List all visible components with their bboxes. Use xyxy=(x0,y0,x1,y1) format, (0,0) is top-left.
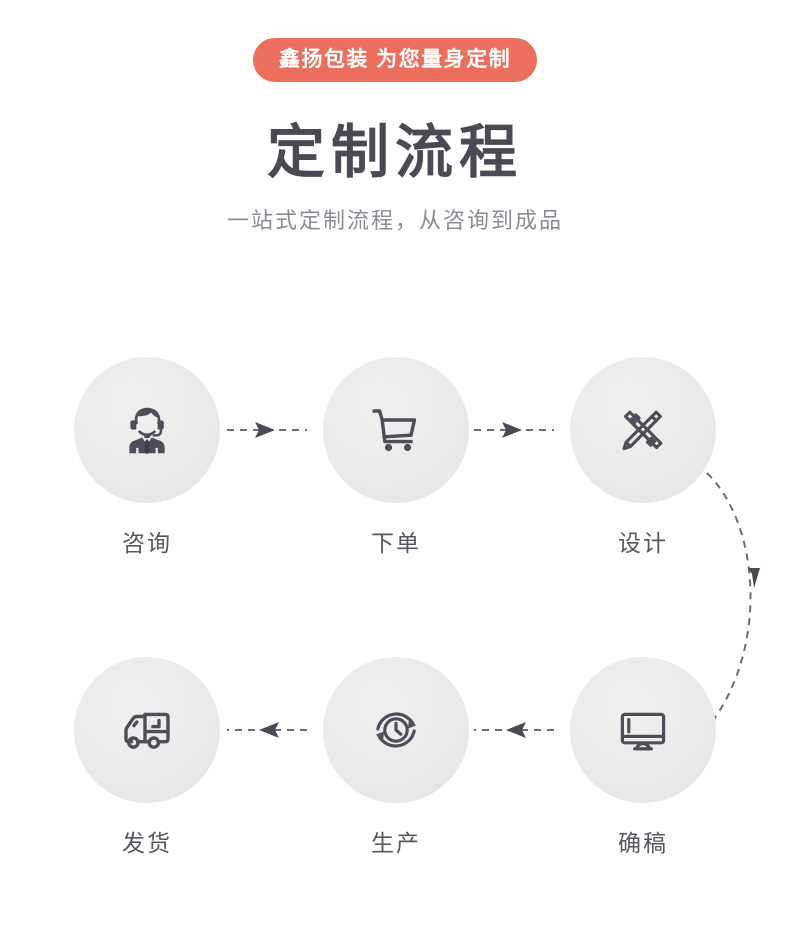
flow-step-consult[interactable]: 咨询 xyxy=(67,357,227,556)
flow-step-label: 发货 xyxy=(122,830,172,856)
flow-step-label: 咨询 xyxy=(122,530,172,556)
flow-step-bubble xyxy=(74,357,220,503)
flow-step-shipping[interactable]: 发货 xyxy=(67,657,227,856)
delivery-truck-icon xyxy=(124,712,170,749)
connector-confirm-to-produce xyxy=(474,722,554,738)
page-subtitle: 一站式定制流程，从咨询到成品 xyxy=(226,208,563,233)
flow-step-design[interactable]: 设计 xyxy=(563,357,723,556)
flow-step-bubble xyxy=(570,657,716,803)
truck-wheel-icon xyxy=(127,736,140,749)
arrowhead-left-icon xyxy=(259,722,279,738)
page-header: 鑫扬包装 为您量身定制 定制流程 一站式定制流程，从咨询到成品 xyxy=(0,0,790,234)
connector-consult-to-order xyxy=(227,422,307,438)
clock-cycle-icon xyxy=(375,712,417,748)
flow-step-bubble xyxy=(74,657,220,803)
flow-step-order[interactable]: 下单 xyxy=(316,357,476,556)
shopping-cart-icon xyxy=(372,409,417,452)
arrowhead-right-icon xyxy=(255,422,275,438)
flow-step-bubble xyxy=(323,357,469,503)
flow-step-label: 下单 xyxy=(371,530,421,556)
flow-step-bubble xyxy=(323,657,469,803)
monitor-icon xyxy=(620,712,666,751)
flow-step-bubble xyxy=(570,357,716,503)
truck-wheel-icon xyxy=(147,736,161,749)
headset-agent-icon xyxy=(129,407,165,455)
badge-row: 鑫扬包装 为您量身定制 xyxy=(0,38,790,82)
flow-step-label: 设计 xyxy=(618,530,668,556)
process-flow: 咨询 下单 xyxy=(0,330,790,890)
arrowhead-left-icon xyxy=(506,722,526,738)
cart-wheel-icon xyxy=(384,443,393,452)
connector-produce-to-shipping xyxy=(227,722,307,738)
connector-order-to-design xyxy=(474,422,554,438)
arrowhead-down-icon xyxy=(748,568,760,588)
flow-step-confirm[interactable]: 确稿 xyxy=(563,657,723,856)
arrowhead-right-icon xyxy=(502,422,522,438)
pencil-ruler-icon xyxy=(622,410,663,451)
flow-step-produce[interactable]: 生产 xyxy=(316,657,476,856)
cart-wheel-icon xyxy=(403,443,412,452)
flow-step-label: 生产 xyxy=(371,830,421,856)
cycle-arrowhead-icon xyxy=(408,720,417,729)
slogan-badge: 鑫扬包装 为您量身定制 xyxy=(252,38,538,82)
page-title: 定制流程 xyxy=(266,120,523,185)
flow-step-label: 确稿 xyxy=(618,830,668,856)
cycle-arrowhead-icon xyxy=(375,731,384,740)
